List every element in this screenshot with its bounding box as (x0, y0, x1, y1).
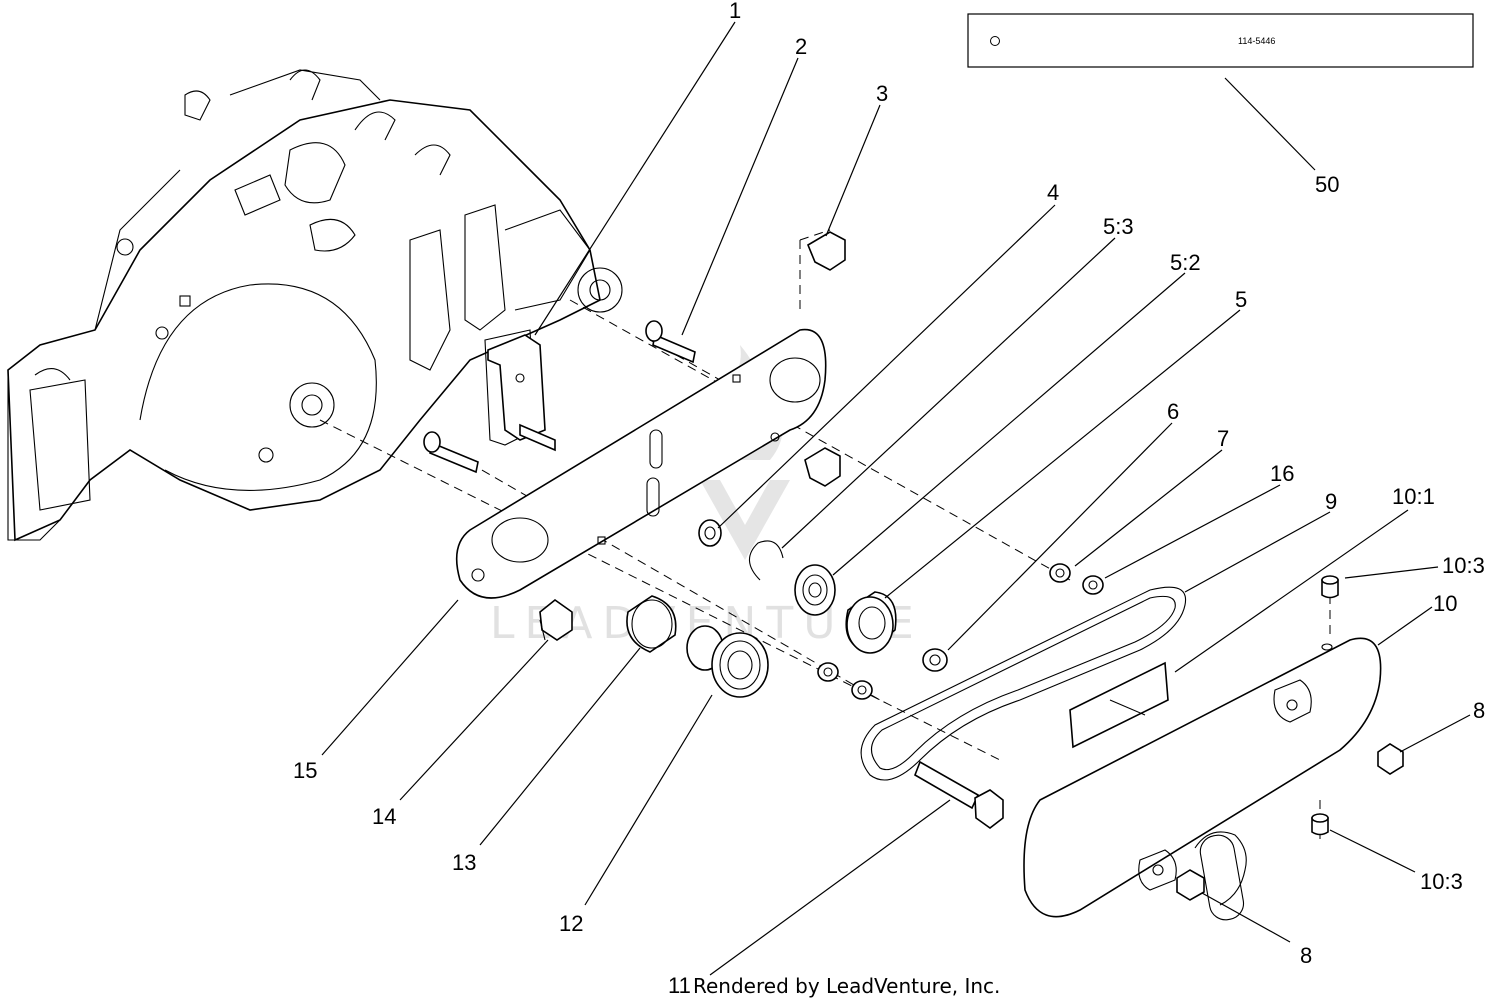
callout-4: 4 (1047, 180, 1059, 205)
callout-14: 14 (372, 804, 396, 829)
callout-5: 5 (1235, 287, 1247, 312)
callout-3: 3 (876, 81, 888, 106)
callout-10-3-bottom: 10:3 (1420, 869, 1463, 894)
part-10-3-spacer-top (1321, 575, 1339, 599)
part-15-mounting-plate (455, 328, 827, 599)
callout-12: 12 (559, 911, 583, 936)
callout-15: 15 (293, 758, 317, 783)
part-14-bolt (539, 598, 573, 641)
footer-credit: Rendered by LeadVenture, Inc. (693, 974, 1000, 998)
part-11-bolt (914, 760, 1004, 829)
part-bolt-middle (804, 447, 841, 487)
part-5-2-bearing (794, 564, 836, 616)
callout-13: 13 (452, 850, 476, 875)
part-10-1-decal (1069, 661, 1169, 749)
callout-11: 11 (668, 973, 691, 998)
part-washer-lower (817, 662, 839, 682)
part-8-nut-right (1377, 743, 1404, 775)
part-1-bracket (487, 334, 556, 452)
part-9-belt (860, 586, 1187, 781)
part-8-nut-bottom (1176, 869, 1205, 901)
part-13-spacer (626, 595, 677, 653)
part-pin-lower (423, 431, 479, 474)
callouts: 1 2 3 4 5:3 5:2 5 6 7 16 9 10:1 10:3 10 … (293, 0, 1485, 998)
part-10-3-spacer-bottom (1311, 813, 1329, 836)
leader-lines (321, 21, 1471, 976)
part-12-drive-pulley (686, 625, 769, 698)
callout-5-2: 5:2 (1170, 250, 1201, 275)
part-4-washer (698, 519, 722, 547)
part-3-bolt (806, 231, 846, 271)
callout-10-3-top: 10:3 (1442, 553, 1485, 578)
part-5-idler-pulley (845, 591, 897, 654)
part-16-nut (1082, 575, 1104, 595)
decal-label: 114-5446 (1238, 36, 1275, 46)
decal-114-5446: 114-5446 (967, 13, 1474, 68)
part-7-washer (1049, 563, 1071, 583)
part-5-3-snap-ring (748, 540, 784, 581)
callout-10: 10 (1433, 591, 1457, 616)
callout-2: 2 (795, 34, 807, 59)
part-6-nut (922, 648, 948, 672)
callout-1: 1 (729, 0, 741, 23)
callout-8-bottom: 8 (1300, 943, 1312, 968)
callout-6: 6 (1167, 399, 1179, 424)
callout-7: 7 (1217, 426, 1229, 451)
callout-9: 9 (1325, 489, 1337, 514)
callout-50: 50 (1315, 172, 1339, 197)
part-2-pin (645, 320, 696, 364)
callout-5-3: 5:3 (1103, 214, 1134, 239)
part-10-belt-cover (1023, 637, 1382, 921)
part-nut-lower (851, 680, 873, 700)
callout-10-1: 10:1 (1392, 484, 1435, 509)
callout-16: 16 (1270, 461, 1294, 486)
callout-8-right: 8 (1473, 698, 1485, 723)
gearbox-housing (7, 69, 623, 542)
